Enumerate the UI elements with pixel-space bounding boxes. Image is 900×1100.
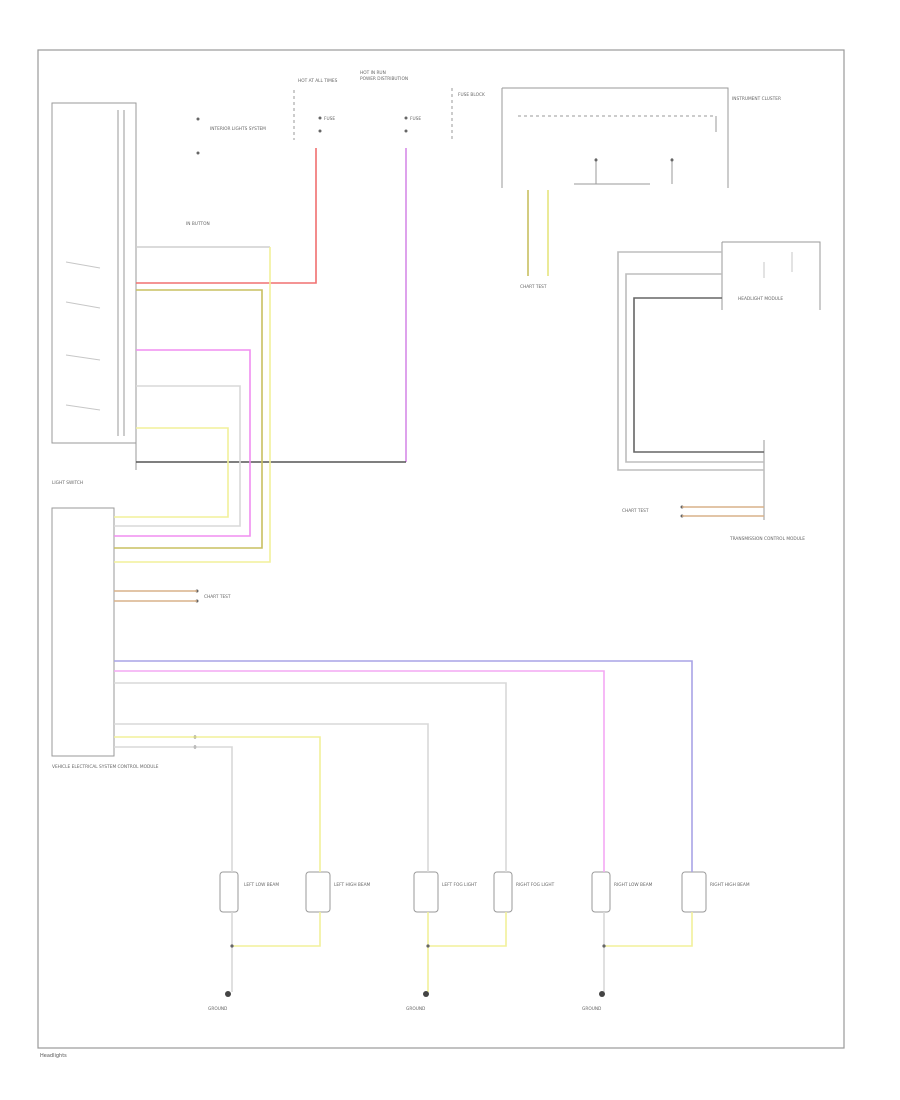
wire-gray-4 — [114, 723, 429, 832]
label-instrument-cluster: INSTRUMENT CLUSTER — [732, 96, 781, 102]
vehicle-control-module-box — [51, 507, 199, 757]
label-hot-at-all-times: HOT AT ALL TIMES — [298, 78, 338, 84]
label-left-fog: LEFT FOG LIGHT — [442, 882, 477, 888]
label-fuse-block: FUSE BLOCK — [458, 92, 485, 98]
label-chart-test-3: CHART TEST — [204, 594, 231, 600]
label-right-fog: RIGHT FOG LIGHT — [516, 882, 555, 888]
wire-gray-2 — [114, 385, 241, 527]
wire-black-hl — [633, 297, 764, 453]
wire-gray-3 — [114, 682, 507, 832]
wires — [114, 148, 764, 832]
ground-wiring — [225, 832, 693, 997]
label-right-low-beam: RIGHT LOW BEAM — [614, 882, 653, 888]
label-left-high-beam: LEFT HIGH BEAM — [334, 882, 371, 888]
label-light-switch: LIGHT SWITCH — [52, 480, 83, 486]
wire-gray-5 — [114, 746, 233, 832]
label-ground-2: GROUND — [406, 1006, 426, 1012]
label-right-high-beam: RIGHT HIGH BEAM — [710, 882, 750, 888]
fuse-block-area — [293, 88, 453, 142]
label-trans-control: TRANSMISSION CONTROL MODULE — [729, 536, 805, 542]
label-headlight-module: HEADLIGHT MODULE — [738, 296, 783, 302]
label-left-low-beam: LEFT LOW BEAM — [244, 882, 279, 888]
wire-pink — [114, 670, 605, 832]
label-hot-in-run: HOT IN RUN — [360, 70, 386, 76]
diagram-frame — [37, 49, 845, 1049]
label-ground-1: GROUND — [208, 1006, 228, 1012]
label-chart-test-1: CHART TEST — [520, 284, 547, 290]
label-vehicle-control: VEHICLE ELECTRICAL SYSTEM CONTROL MODULE — [52, 764, 159, 770]
label-ground-3: GROUND — [582, 1006, 602, 1012]
label-interior-lights: INTERIOR LIGHTS SYSTEM — [210, 126, 266, 132]
wire-gray-hl-1 — [617, 251, 764, 471]
wire-yellow-3 — [114, 736, 321, 832]
light-switch-module — [51, 102, 200, 470]
label-fuse-2: FUSE — [410, 116, 421, 122]
label-power-distribution: POWER DISTRIBUTION — [360, 76, 408, 82]
wire-magenta — [114, 349, 251, 537]
label-fuse-1: FUSE — [324, 116, 335, 122]
lamps — [219, 871, 707, 913]
wire-olive — [114, 289, 263, 549]
label-in-button: IN BUTTON — [186, 221, 210, 227]
footer-label: Headlights — [40, 1053, 67, 1059]
wire-violet — [114, 660, 693, 832]
wire-yellow-1 — [114, 247, 271, 563]
wire-red — [136, 148, 317, 284]
instrument-cluster-box — [501, 87, 729, 188]
wire-yellow-2 — [114, 427, 229, 518]
wire-gray-hl-2 — [625, 273, 764, 463]
label-chart-test-2: CHART TEST — [622, 508, 649, 514]
